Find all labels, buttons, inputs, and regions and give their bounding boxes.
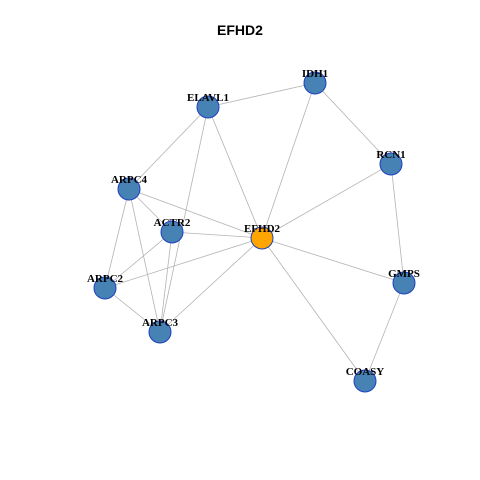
node-label-coasy: COASY xyxy=(346,366,385,378)
edge-efhd2-coasy xyxy=(261,237,366,382)
edge-efhd2-actr2 xyxy=(171,231,263,239)
edge-efhd2-gmps xyxy=(261,237,405,284)
node-label-gmps: GMPS xyxy=(388,268,420,280)
node-label-arpc2: ARPC2 xyxy=(87,273,124,285)
edge-arpc2-arpc3 xyxy=(104,287,161,333)
node-label-actr2: ACTR2 xyxy=(154,217,191,229)
edge-efhd2-arpc4 xyxy=(128,188,263,239)
edge-actr2-arpc2 xyxy=(104,231,173,289)
node-label-idh1: IDH1 xyxy=(302,68,328,80)
node-arpc2[interactable] xyxy=(93,276,117,300)
edge-elavl1-idh1 xyxy=(207,82,316,108)
nodes-layer xyxy=(93,71,416,393)
node-arpc4[interactable] xyxy=(117,177,141,201)
node-label-rcn1: RCN1 xyxy=(376,149,405,161)
node-coasy[interactable] xyxy=(353,369,377,393)
node-label-arpc4: ARPC4 xyxy=(111,174,148,186)
edge-arpc4-arpc3 xyxy=(128,188,161,333)
node-elavl1[interactable] xyxy=(196,95,220,119)
node-actr2[interactable] xyxy=(160,220,184,244)
edge-efhd2-arpc3 xyxy=(159,237,263,333)
edge-efhd2-elavl1 xyxy=(207,106,263,239)
node-efhd2[interactable] xyxy=(250,226,274,250)
node-label-efhd2: EFHD2 xyxy=(244,223,281,235)
edge-efhd2-idh1 xyxy=(261,82,316,239)
node-gmps[interactable] xyxy=(392,271,416,295)
page-title: EFHD2 xyxy=(217,22,263,38)
edge-idh1-rcn1 xyxy=(314,82,392,165)
edge-actr2-arpc3 xyxy=(159,231,173,333)
edge-efhd2-arpc2 xyxy=(104,237,263,289)
edge-arpc4-arpc2 xyxy=(104,188,130,289)
node-label-arpc3: ARPC3 xyxy=(142,317,179,329)
edge-elavl1-arpc4 xyxy=(128,106,209,190)
edge-elavl1-arpc3 xyxy=(159,106,209,333)
node-label-elavl1: ELAVL1 xyxy=(187,92,229,104)
edge-rcn1-gmps xyxy=(390,163,405,284)
edge-gmps-coasy xyxy=(364,282,405,382)
node-rcn1[interactable] xyxy=(379,152,403,176)
node-idh1[interactable] xyxy=(303,71,327,95)
edge-efhd2-rcn1 xyxy=(261,163,392,239)
node-arpc3[interactable] xyxy=(148,320,172,344)
